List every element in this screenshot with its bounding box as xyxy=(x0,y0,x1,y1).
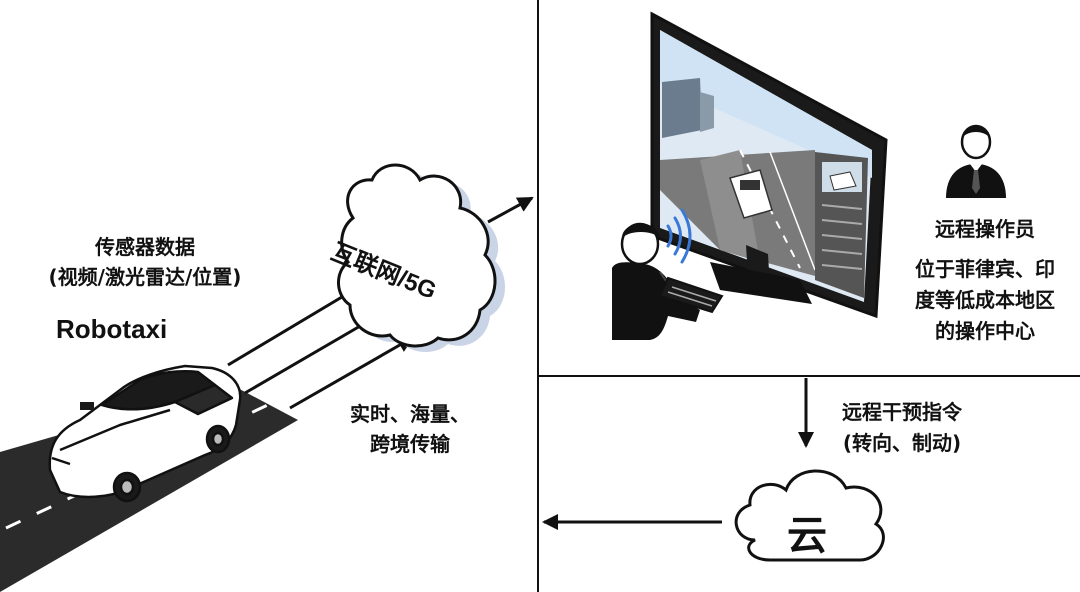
data-arrow-1 xyxy=(227,286,359,367)
network-to-operator-arrow xyxy=(487,196,534,224)
command-line-1: 远程干预指令 xyxy=(842,400,962,424)
person-icon xyxy=(946,124,1006,198)
cloud-icon xyxy=(734,469,885,562)
operator-label: 远程操作员 位于菲律宾、印 度等低成本地区 的操作中心 xyxy=(895,214,1075,347)
transfer-label: 实时、海量、 跨境传输 xyxy=(340,399,480,459)
transfer-line-1: 实时、海量、 xyxy=(350,402,470,426)
operator-desc-line-1: 位于菲律宾、印 xyxy=(915,257,1055,281)
transfer-line-2: 跨境传输 xyxy=(370,432,450,456)
car-icon xyxy=(48,364,242,503)
sensor-title: 传感器数据 xyxy=(95,235,195,259)
sensor-data-label: 传感器数据 (视频/激光雷达/位置) xyxy=(20,232,270,292)
sensor-detail: (视频/激光雷达/位置) xyxy=(48,265,242,289)
vehicle-label: Robotaxi xyxy=(56,314,168,344)
operator-title: 远程操作员 xyxy=(935,217,1035,241)
command-line-2: (转向、制动) xyxy=(842,431,962,455)
keyboard-icon xyxy=(658,276,724,314)
cloud-label: 云 xyxy=(787,513,827,559)
operator-desc-line-3: 的操作中心 xyxy=(935,319,1035,343)
monitor-icon xyxy=(650,11,888,319)
operator-desc-line-2: 度等低成本地区 xyxy=(915,288,1055,312)
network-cloud-icon xyxy=(337,163,506,352)
wifi-icon xyxy=(666,208,692,264)
data-arrow-3 xyxy=(289,336,414,410)
operator-icon xyxy=(612,222,700,340)
command-label: 远程干预指令 (转向、制动) xyxy=(812,397,992,459)
